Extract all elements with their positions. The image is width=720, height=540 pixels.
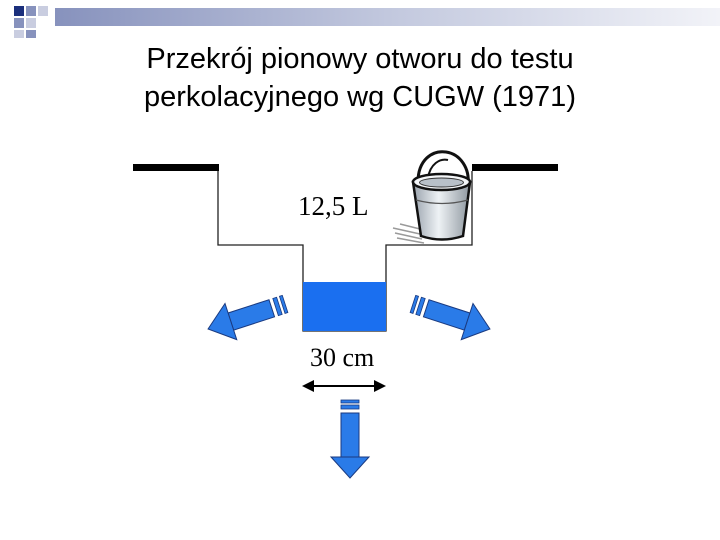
- width-label: 30 cm: [310, 343, 374, 372]
- deco-square: [26, 6, 36, 16]
- bucket-icon: [392, 150, 472, 244]
- ground-surface-left: [133, 164, 219, 171]
- title-line-2: perkolacyjnego wg CUGW (1971): [144, 81, 576, 113]
- deco-square: [14, 18, 24, 28]
- header-bar: [55, 8, 720, 26]
- title-line-1: Przekrój pionowy otworu do testu: [146, 43, 574, 75]
- arrow-down-icon: [329, 399, 371, 479]
- deco-square: [26, 30, 36, 38]
- ground-surface-right: [472, 164, 558, 171]
- double-arrow-horizontal-icon: [302, 380, 386, 392]
- deco-square: [38, 6, 48, 16]
- arrow-down-right-icon: [409, 294, 491, 341]
- deco-square: [26, 18, 36, 28]
- deco-square: [14, 30, 24, 38]
- water-level: [303, 282, 386, 331]
- slide-title: Przekrój pionowy otworu do testu perkola…: [60, 40, 660, 116]
- deco-square: [14, 6, 24, 16]
- header-decoration: [14, 6, 720, 38]
- arrow-down-left-icon: [207, 294, 289, 341]
- volume-label: 12,5 L: [298, 191, 369, 221]
